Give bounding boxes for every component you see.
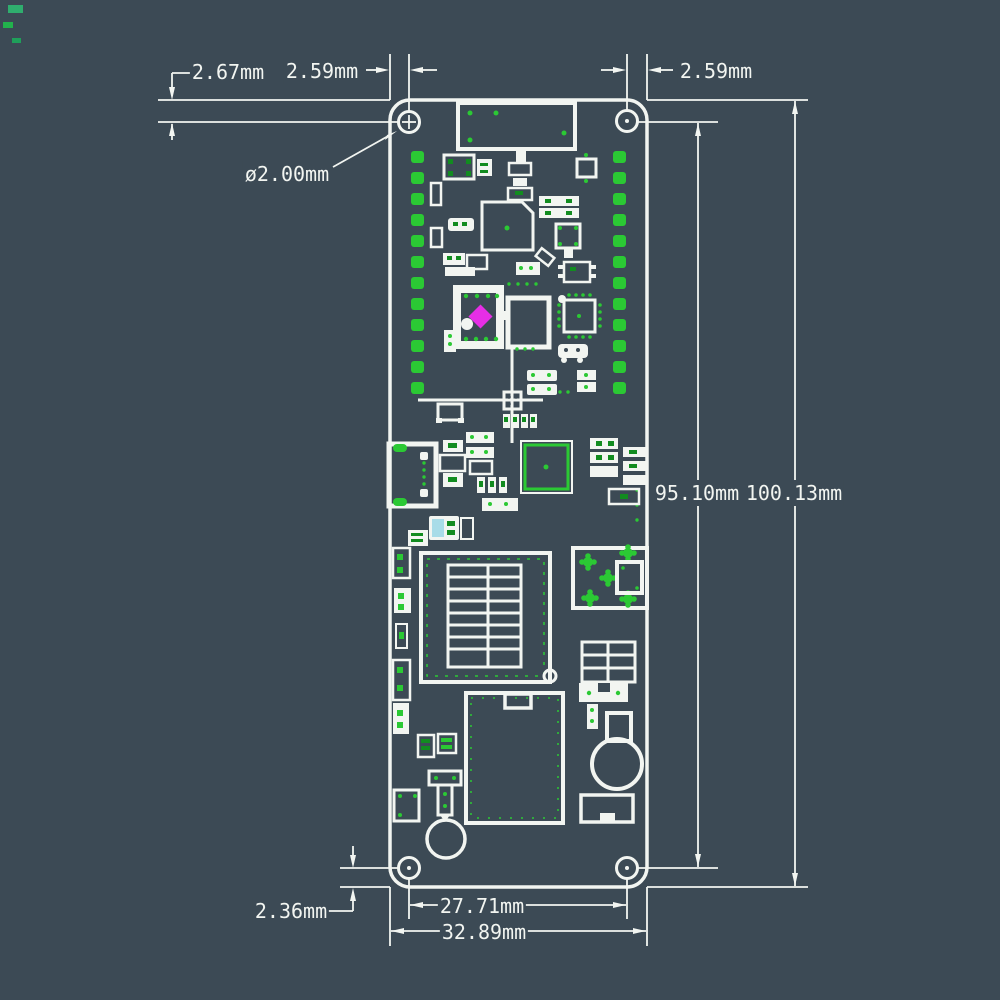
gps-module	[419, 551, 558, 684]
dim-label-hole-span-height: 95.10mm	[652, 480, 742, 506]
magenta-fiducial	[468, 304, 493, 329]
header-pads-right	[613, 151, 626, 394]
dim-label-board-width: 32.89mm	[439, 919, 529, 945]
antenna-mount-circle	[425, 818, 467, 860]
dim-label-board-height: 100.13mm	[743, 480, 845, 506]
dim-label-hole-diameter: ø2.00mm	[242, 161, 332, 187]
corner-artifact	[3, 5, 23, 43]
antenna-pad-flowers	[579, 544, 637, 608]
right-edge-stack	[590, 438, 648, 506]
mid-right-parts	[503, 344, 596, 428]
battery-holder	[464, 691, 565, 825]
trace-cross	[418, 347, 543, 443]
bottom-left-parts	[392, 732, 467, 860]
mounting-hole-top-left	[397, 110, 421, 134]
gps-antenna-area	[571, 544, 649, 610]
usb-connector	[386, 440, 467, 509]
esp32-die	[480, 200, 535, 252]
power-parts	[466, 432, 518, 511]
blob-marker	[461, 318, 473, 330]
coin-cell-area	[579, 711, 644, 824]
crystal-cluster	[442, 153, 492, 181]
small-ic-top-right	[575, 153, 598, 183]
header-pads-left	[411, 151, 424, 394]
contact-grid	[579, 640, 637, 729]
led-part	[429, 516, 474, 540]
pcb-board	[386, 98, 649, 889]
dim-label-hole-span-width: 27.71mm	[437, 893, 527, 919]
dim-label-bottom-edge-to-hole: 2.36mm	[252, 898, 330, 924]
upper-left-passives	[429, 181, 474, 249]
left-edge-parts	[391, 530, 428, 734]
shield-frame	[502, 295, 552, 350]
dim-label-top-edge-to-hole: 2.67mm	[189, 59, 267, 85]
dim-label-left-edge-to-hole: 2.59mm	[283, 58, 361, 84]
mounting-hole-top-right	[615, 109, 639, 133]
qfn-ic	[557, 293, 602, 339]
upper-right-passives	[533, 196, 596, 284]
lora-chip	[520, 440, 573, 494]
connector-with-fiducial	[444, 285, 504, 352]
mounting-hole-bottom-left	[397, 856, 421, 880]
mounting-hole-bottom-right	[615, 856, 639, 880]
mid-left-cluster	[443, 253, 540, 276]
top-connector-footprint	[456, 101, 577, 202]
dim-label-right-edge-to-hole: 2.59mm	[677, 58, 755, 84]
